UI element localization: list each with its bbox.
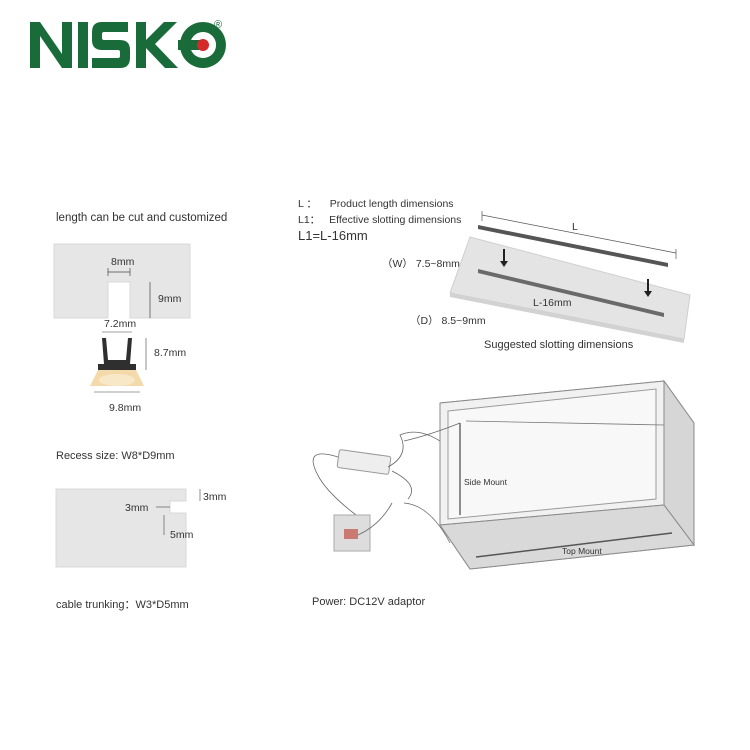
profile-top-width-label: 7.2mm (104, 318, 137, 330)
trunking-caption: cable trunking：W3*D5mm (56, 599, 189, 611)
recess-caption: Recess size: W8*D9mm (56, 450, 175, 462)
profile-bottom-width-label: 9.8mm (109, 402, 142, 414)
legend-text: Effective slotting dimensions (329, 214, 462, 226)
trunking-left-label: 3mm (125, 502, 149, 514)
slot-depth-label: （D） 8.5~9mm (410, 315, 486, 327)
legend-key: L1： (298, 214, 321, 226)
length-label: L (572, 221, 578, 233)
legend-text: Product length dimensions (329, 198, 454, 210)
recess-depth-label: 9mm (158, 293, 182, 305)
slotting-formula: L1=L-16mm (298, 228, 368, 243)
legend-key: L ： (298, 198, 317, 210)
trunking-top-label: 3mm (203, 491, 227, 503)
side-mount-label: Side Mount (464, 477, 507, 487)
registered-mark: ® (214, 19, 222, 31)
power-caption: Power: DC12V adaptor (312, 596, 426, 608)
slotting-diagram (449, 211, 691, 343)
recess-width-label: 8mm (111, 256, 135, 268)
recess-heading: length can be cut and customized (56, 212, 228, 224)
slotting-caption: Suggested slotting dimensions (484, 339, 634, 351)
slot-width-label: （W） 7.5~8mm (382, 258, 460, 270)
logo-red-dot-icon (197, 39, 209, 51)
trunking-diagram (55, 488, 201, 568)
profile-height-label: 8.7mm (154, 347, 187, 359)
trunking-bottom-label: 5mm (170, 529, 194, 541)
installation-diagram (312, 379, 695, 570)
top-mount-label: Top Mount (562, 546, 602, 556)
recess-diagram (53, 243, 191, 393)
legend-row-1: L ： Product length dimensions (298, 196, 454, 211)
brand-logo: ® (28, 10, 228, 77)
legend-row-2: L1： Effective slotting dimensions (298, 212, 461, 227)
slot-length-label: L-16mm (533, 297, 572, 309)
